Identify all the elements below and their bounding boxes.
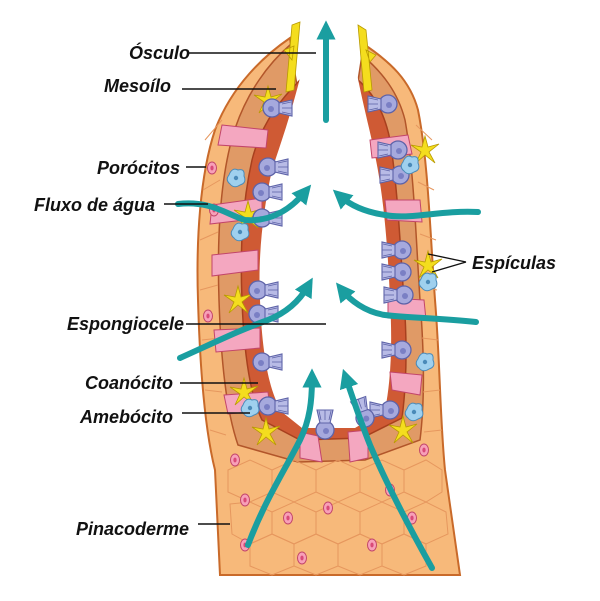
choanocyte-icon bbox=[248, 280, 279, 300]
porocyte-icon bbox=[230, 453, 240, 467]
leader-especulas-2 bbox=[431, 261, 467, 273]
porocyte-icon bbox=[419, 443, 429, 457]
labels: Ósculo Mesoílo Porócitos Fluxo de água E… bbox=[34, 42, 556, 539]
water-flow-arrow-icon bbox=[336, 282, 479, 325]
choanocyte-icon bbox=[262, 98, 293, 118]
pinacoderm-cells bbox=[199, 119, 449, 576]
porocyte-icon bbox=[323, 501, 333, 515]
porocyte-icon bbox=[240, 493, 250, 507]
choanocyte-icon bbox=[258, 157, 289, 177]
porocyte-icon bbox=[367, 538, 377, 552]
choanocyte-icon bbox=[383, 285, 414, 305]
choanocyte-icon bbox=[381, 262, 412, 282]
spongocoel-cavity bbox=[259, 20, 392, 428]
porocyte-icon bbox=[297, 551, 307, 565]
porocyte-icon bbox=[283, 511, 293, 525]
choanocyte-icon bbox=[252, 352, 283, 372]
label-porocitos: Porócitos bbox=[97, 158, 180, 178]
label-fluxo-de-agua: Fluxo de água bbox=[34, 195, 155, 215]
choanocyte-icon bbox=[258, 396, 289, 416]
label-espongiocele: Espongiocele bbox=[67, 314, 184, 334]
water-flow-arrow-icon bbox=[332, 189, 481, 220]
water-flow bbox=[175, 20, 481, 571]
label-especulas: Espículas bbox=[472, 253, 556, 273]
leader-lines bbox=[164, 52, 467, 525]
water-flow-arrow-icon bbox=[245, 368, 322, 548]
choanocyte-icon bbox=[315, 409, 335, 440]
porocyte-icon bbox=[203, 309, 213, 323]
water-flow-arrow-icon bbox=[339, 368, 435, 571]
label-amebocito: Amebócito bbox=[79, 407, 173, 427]
label-coanocito: Coanócito bbox=[85, 373, 173, 393]
choanocyte-icon bbox=[381, 340, 412, 360]
choanocyte-icon bbox=[381, 240, 412, 260]
choanocyte-icon bbox=[252, 182, 283, 202]
choanocyte-icon bbox=[377, 140, 408, 160]
choanocyte-icon bbox=[367, 94, 398, 114]
leader-especulas-1 bbox=[427, 253, 467, 263]
water-flow-arrow-icon bbox=[175, 184, 312, 224]
water-flow-arrow-icon bbox=[177, 277, 313, 361]
label-pinacoderme: Pinacoderme bbox=[76, 519, 189, 539]
porocyte-icon bbox=[207, 161, 217, 175]
label-osculo: Ósculo bbox=[129, 42, 190, 63]
spicule-icon bbox=[357, 24, 377, 93]
label-mesoilo: Mesoílo bbox=[104, 76, 171, 96]
